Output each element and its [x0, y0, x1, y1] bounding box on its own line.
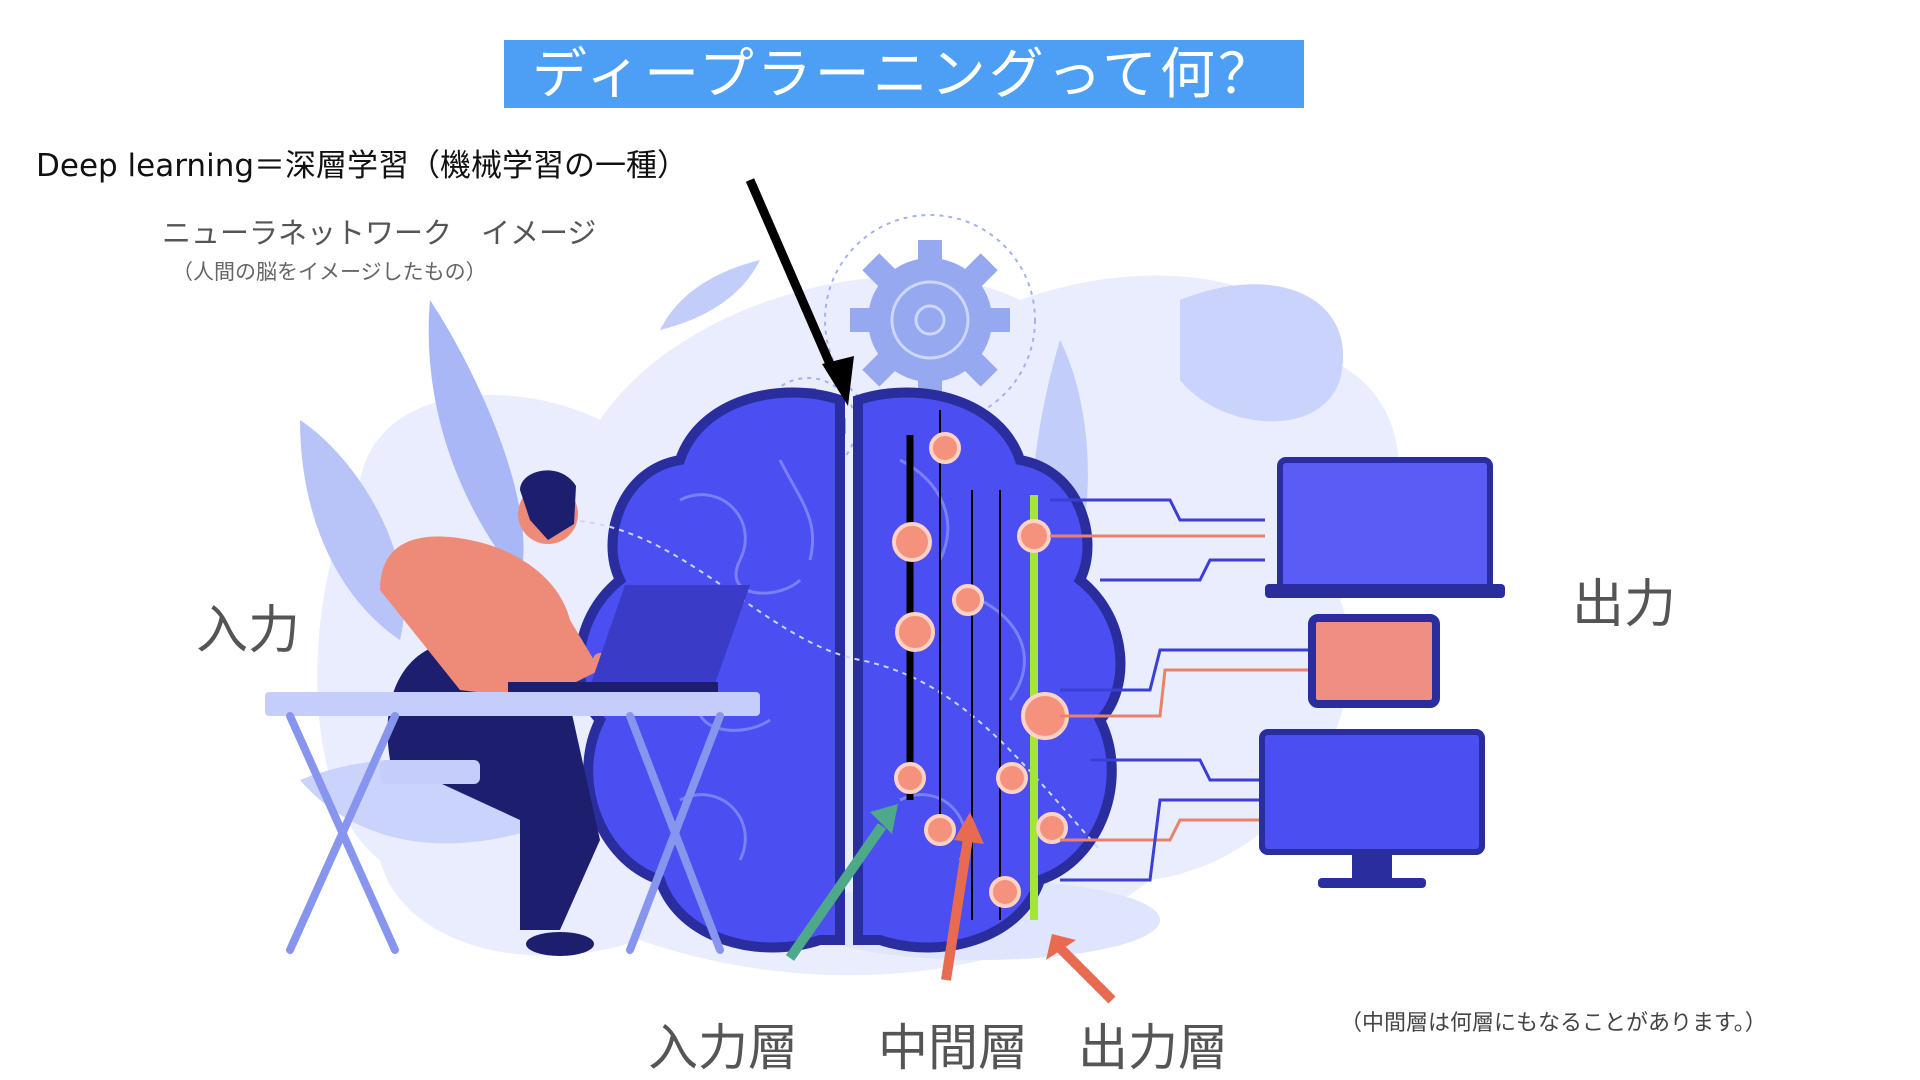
input-layer-arrow: [785, 804, 898, 961]
output-wires: [1050, 498, 1310, 882]
footnote: （中間層は何層にもなることがあります。）: [1340, 1011, 1767, 1036]
input-label: 入力: [196, 601, 301, 661]
output-label: 出力: [1572, 575, 1677, 635]
desk-top: [265, 692, 760, 716]
tablet-icon: [1308, 614, 1440, 708]
hidden-layer-arrow: [941, 812, 984, 981]
laptop-icon: [1265, 457, 1505, 598]
hidden-layer-label: 中間層: [878, 1019, 1028, 1077]
page-title: ディープラーニングって何？: [504, 40, 1304, 108]
output-layer-label: 出力層: [1078, 1019, 1228, 1077]
gear-icon: [824, 214, 1036, 426]
person-at-desk: [265, 470, 760, 956]
output-layer-arrow: [1046, 934, 1116, 1004]
laptop-screen: [588, 585, 750, 692]
input-layer-label: 入力層: [648, 1019, 798, 1077]
neural-network-label: ニューラネットワーク イメージ: [162, 216, 597, 250]
pointer-arrow: [745, 178, 854, 406]
subtitle: Deep learning＝深層学習（機械学習の一種）: [36, 148, 689, 184]
desk-legs: [286, 712, 724, 954]
monitor-icon: [1259, 729, 1485, 888]
neural-network-note: （人間の脳をイメージしたもの）: [172, 260, 487, 284]
